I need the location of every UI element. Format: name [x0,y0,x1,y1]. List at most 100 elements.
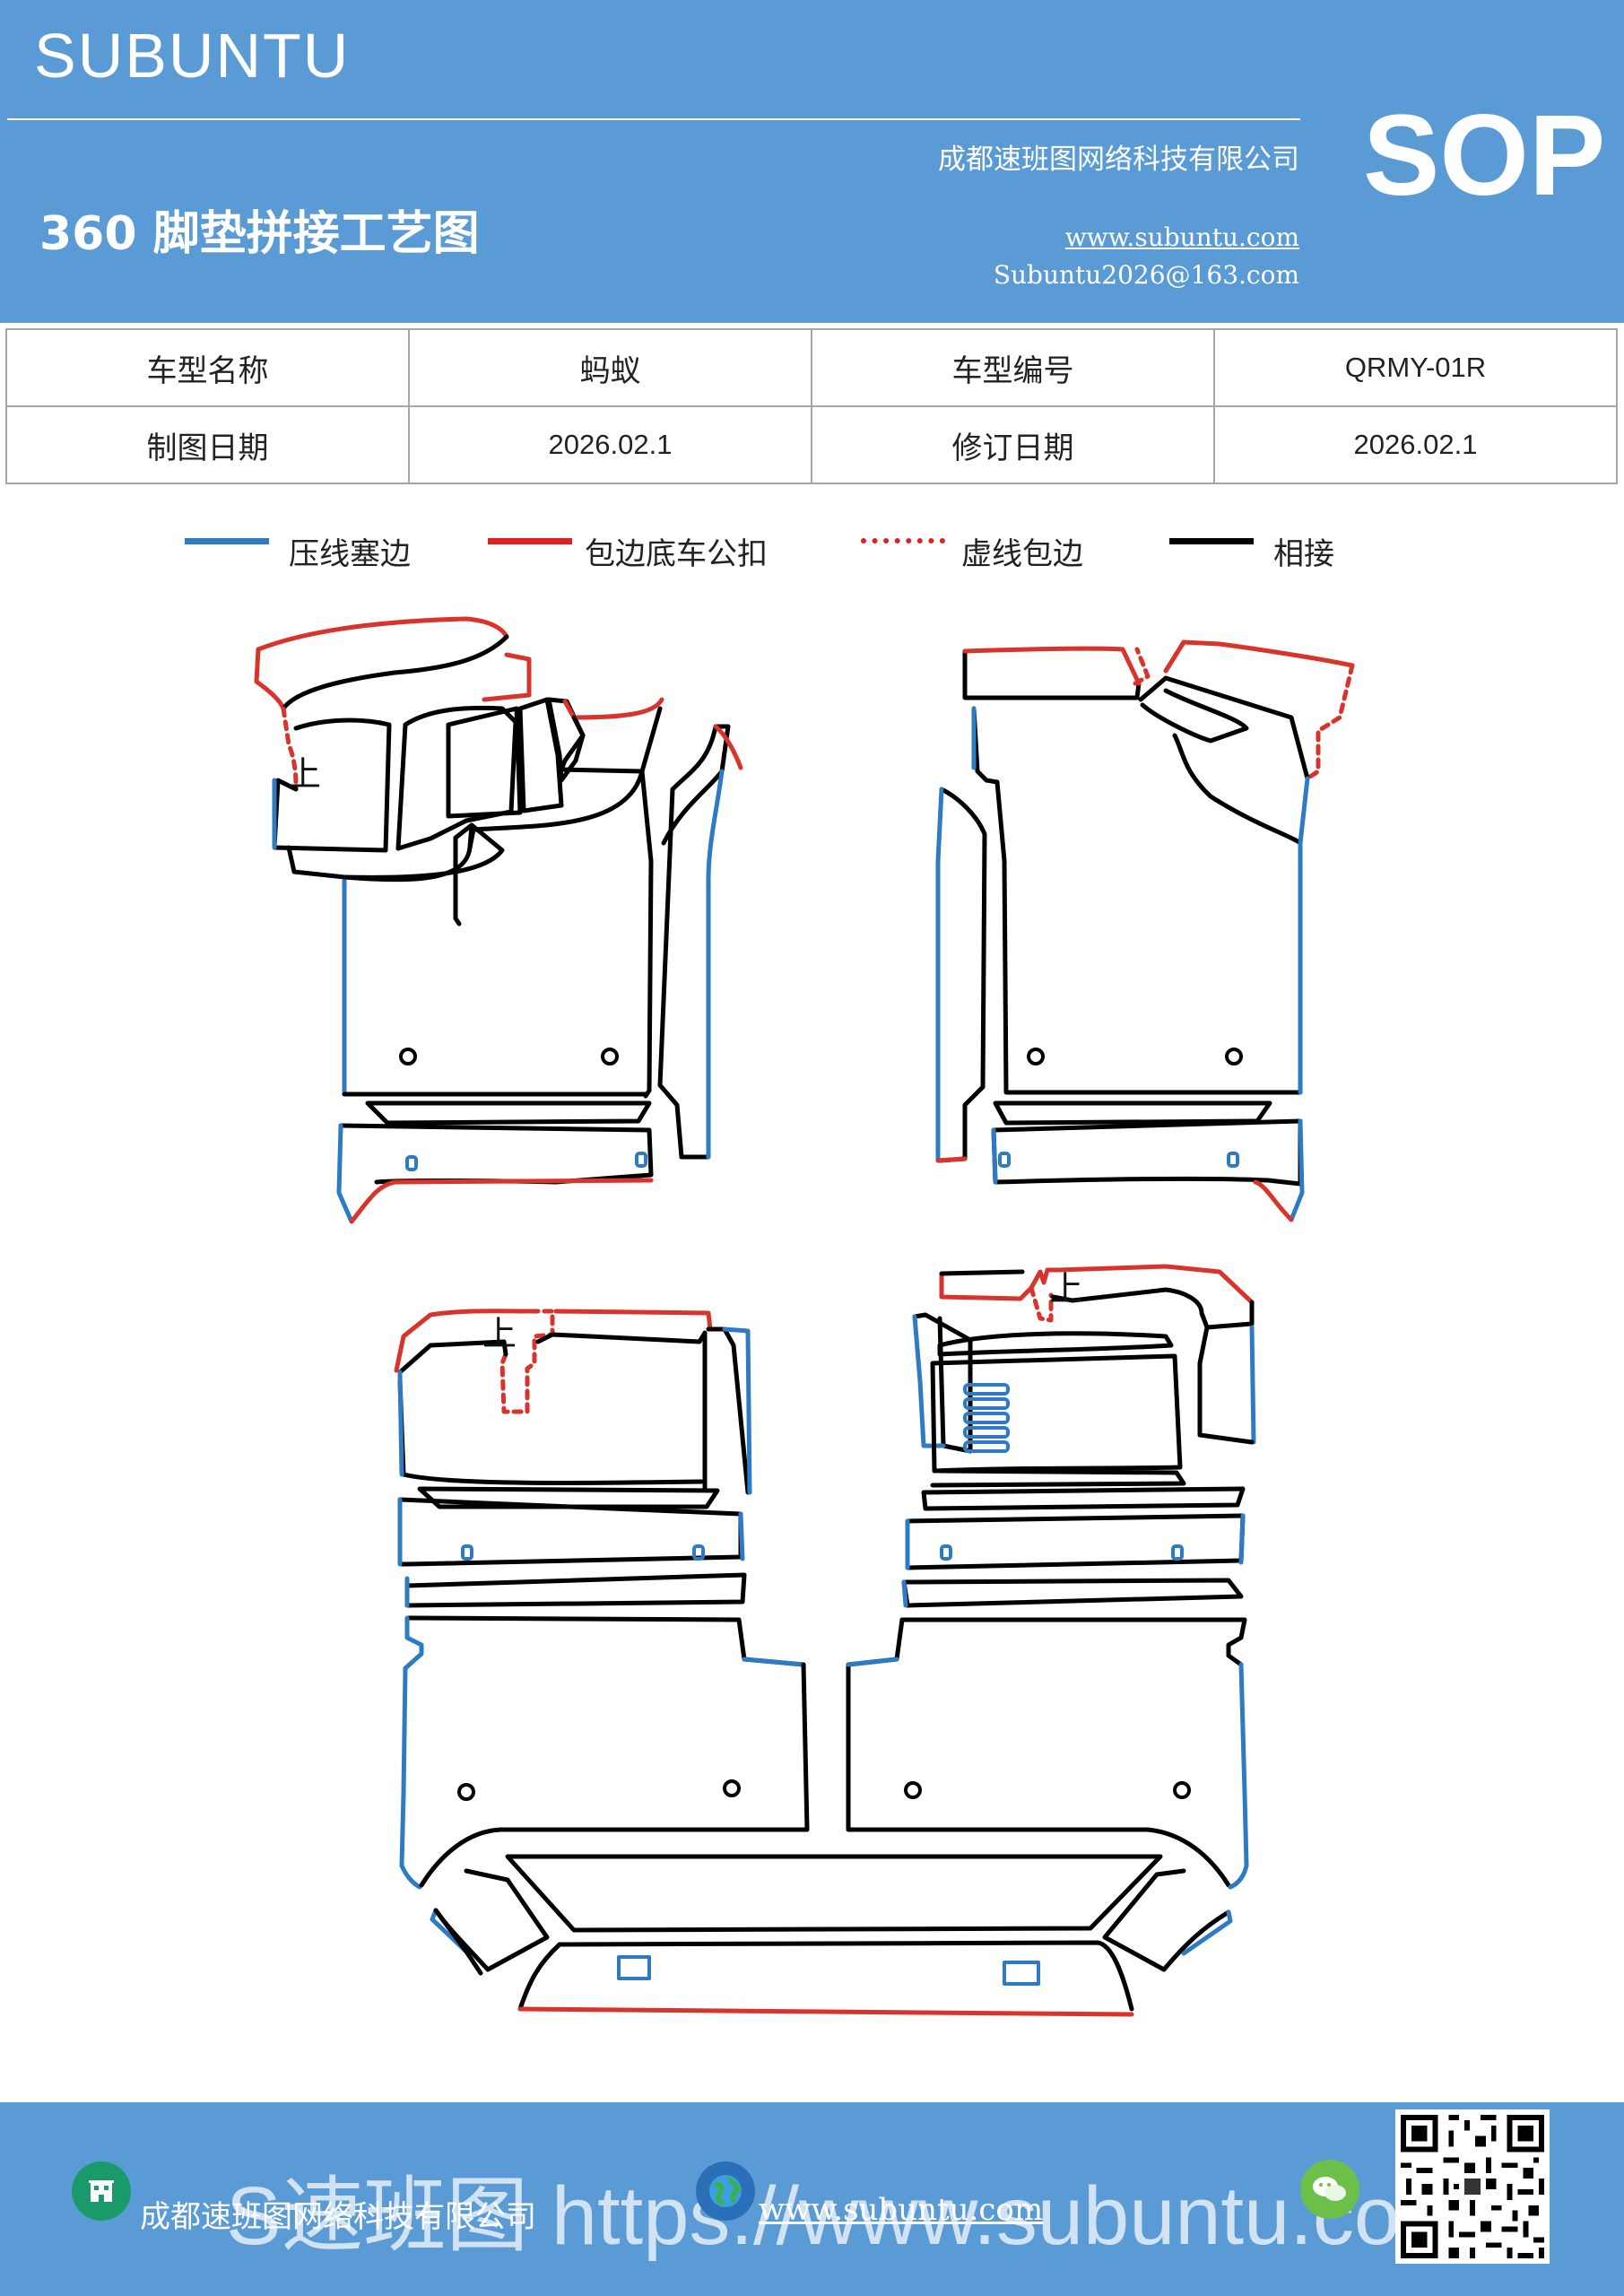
fl-panel-d [517,697,564,813]
fr-dotted-a [1133,647,1151,686]
fl-main-right-edge [639,769,654,1099]
fl-right-red [562,697,664,720]
rr-clip-slot [940,1544,952,1561]
legend-swatch-blue [185,538,269,544]
label-model-name: 车型名称 [5,328,410,407]
trunk-clip-slot [617,1955,651,1980]
fr-door-strip [937,787,987,1163]
rl-upper-panel [397,1378,704,1486]
rl-clip-slot [461,1544,473,1561]
rr-mount-hole [1173,1781,1191,1799]
fl-panel-c [446,706,523,819]
trunk-center-panel [505,1854,1163,1933]
fl-left-red-edge [254,647,286,711]
label-revision-date: 修订日期 [811,405,1215,484]
rl-strip-c [404,1572,747,1608]
fr-dotted-b [1163,639,1186,674]
trunk-right-wing [1102,1868,1231,1972]
trunk-left-wing [433,1868,550,1972]
fr-right-blue-a [1298,776,1310,846]
legend-swatch-red-dotted [861,538,945,544]
trunk-clip-slot [1003,1961,1040,1986]
rr-strip-b [921,1486,1246,1511]
legend-swatch-black [1169,538,1254,544]
rl-upper-joint [397,1330,708,1492]
rl-top-red-a [394,1309,532,1373]
footer-banner: S速班图 https://www.subuntu.com 成都速班图网络科技有限… [0,2102,1624,2296]
orientation-mark: 上 [482,1314,517,1353]
front-left-mat [254,616,743,1224]
front-right-mat [935,639,1355,1222]
fl-mount-hole [601,1048,619,1065]
rr-strip-d [901,1578,1244,1608]
rl-dotted-notch [499,1309,555,1414]
value-revision-date: 2026.02.1 [1213,405,1618,484]
rr-top-edge [939,1269,1025,1276]
label-model-code: 车型编号 [811,328,1215,407]
fr-main-edge [971,706,1303,1095]
rr-slim-strip [937,1331,1174,1357]
fl-heel-strip [281,634,509,711]
orientation-mark: 上 [1049,1269,1083,1309]
sop-badge: SOP [1363,91,1606,220]
rl-upper-blue [397,1370,404,1477]
fr-threshold-red [1253,1179,1294,1222]
trunk-left-outline [433,1908,483,1976]
fl-mid-red-tab [482,652,532,702]
fl-panel-b [395,705,518,851]
rr-main-top [899,1617,1247,1667]
rr-upper-right-blue [1249,1325,1256,1445]
legend-label: 相接 [1273,536,1334,572]
rr-main-blue-right [1228,1662,1249,1890]
legend-swatch-red [488,538,572,544]
footer-company-name: 成都速班图网络科技有限公司 [140,2199,536,2235]
globe-icon [696,2161,755,2221]
fl-threshold-red [349,1178,654,1224]
rr-strip-c-blue-right [1238,1513,1246,1565]
header-banner: SUBUNTU 成都速班图网络科技有限公司 www.subuntu.com Su… [0,0,1624,323]
fr-right-red [1163,639,1355,674]
rr-strip-a [930,1468,1186,1488]
rl-mount-hole [457,1783,475,1801]
rl-mount-hole [723,1779,741,1797]
value-model-name: 蚂蚁 [408,328,812,407]
brand-logo-text: SUBUNTU [34,21,351,91]
fl-panel-f [559,706,663,774]
rl-main-edge [419,1662,810,1888]
fr-mount-hole [1225,1048,1243,1065]
fl-threshold-top [365,1100,652,1126]
table-row: 制图日期 2026.02.1 修订日期 2026.02.1 [5,405,1618,484]
legend-label: 虚线包边 [961,536,1083,572]
fr-clip-slot [1227,1152,1239,1168]
rear-mat [394,1264,1256,2017]
footer-website-link[interactable]: www.subuntu.com [759,2192,1044,2228]
website-link[interactable]: www.subuntu.com [1064,222,1299,252]
fl-clip-slot [405,1155,418,1171]
table-row: 车型名称 蚂蚁 车型编号 QRMY-01R [5,328,1618,407]
footer-watermark: S速班图 https://www.subuntu.com [226,2170,1469,2262]
value-model-code: QRMY-01R [1213,328,1618,407]
email-address: Subuntu2026@163.com [993,260,1299,290]
legend-label: 包边底车公扣 [585,536,768,572]
rl-main-blue-left [399,1615,424,1890]
fl-side-panel [272,718,392,853]
rr-upper-right-panel [1197,1325,1255,1445]
value-drawing-date: 2026.02.1 [408,405,812,484]
wechat-icon [1300,2160,1359,2219]
fl-door-strip-blue [706,769,725,1160]
fl-main-top [342,822,474,883]
rr-main-blue-notch [846,1657,899,1667]
fl-top-red-edge [256,616,509,652]
rl-top-red-b [553,1309,713,1332]
rr-clip-slot [1171,1544,1184,1561]
rr-main-edge [846,1617,1231,1888]
building-icon [72,2161,131,2221]
rr-top-red [939,1264,1255,1305]
fr-top-strip [962,648,1142,700]
legend-label: 压线塞边 [289,536,411,572]
vehicle-info-table: 车型名称 蚂蚁 车型编号 QRMY-01R 制图日期 2026.02.1 修订日… [5,328,1618,484]
label-drawing-date: 制图日期 [5,405,410,484]
line-legend: 压线塞边 包边底车公扣 虚线包边 相接 [0,522,1624,576]
qr-code-icon [1395,2109,1550,2264]
